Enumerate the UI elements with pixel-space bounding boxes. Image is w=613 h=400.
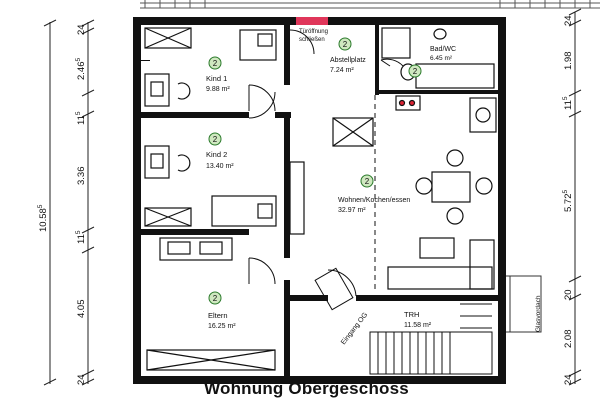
svg-text:Kind 1: Kind 1: [206, 74, 227, 83]
dim-right-wall: 115: [562, 96, 574, 110]
door-note: Türöffnung schließen: [299, 29, 328, 43]
dim-kind2: 3.36: [76, 167, 87, 186]
dim-wall-1: 115: [75, 111, 87, 125]
dimension-lines-left: [43, 19, 95, 386]
svg-text:Bad/WC: Bad/WC: [430, 46, 456, 53]
dim-wall-2: 115: [75, 230, 87, 244]
svg-text:9.88 m²: 9.88 m²: [206, 86, 230, 93]
svg-text:Wohnen/Kochen/essen: Wohnen/Kochen/essen: [338, 197, 410, 204]
room-abstell: 2 Abstellplatz 7.24 m²: [330, 37, 366, 74]
room-marker: [208, 56, 222, 70]
room-marker: [208, 291, 222, 305]
room-kind1: 2 Kind 1 9.88 m²: [206, 56, 230, 93]
svg-text:Kind 2: Kind 2: [206, 150, 227, 159]
dimension-text-left: 10.585 24 2.465 115 3.36 115 4.05 24: [37, 24, 87, 385]
door-marker: [296, 17, 328, 25]
svg-text:13.40 m²: 13.40 m²: [206, 163, 234, 170]
svg-text:2: 2: [343, 40, 348, 49]
svg-text:2: 2: [213, 135, 218, 144]
svg-text:Eltern: Eltern: [208, 311, 228, 320]
svg-text:6.45 m²: 6.45 m²: [430, 55, 453, 62]
svg-text:schließen: schließen: [299, 37, 325, 43]
dim-top-right: 24: [563, 15, 574, 26]
svg-text:7.24 m²: 7.24 m²: [330, 67, 354, 74]
dimension-text-right: 24 1.98 115 5.725 20 2.08 24: [562, 15, 574, 385]
svg-text:11.58 m²: 11.58 m²: [404, 322, 432, 329]
room-marker: [360, 174, 374, 188]
dim-bottom-left: 24: [76, 374, 87, 385]
svg-text:2: 2: [213, 294, 218, 303]
svg-text:16.25 m²: 16.25 m²: [208, 323, 236, 330]
svg-text:Türöffnung: Türöffnung: [299, 29, 328, 35]
dim-right-2: 5.725: [562, 190, 574, 213]
dim-eltern: 4.05: [76, 300, 87, 319]
svg-text:2: 2: [213, 59, 218, 68]
room-marker: [208, 132, 222, 146]
glass-canopy: Glasvordach: [504, 275, 542, 333]
dim-right-1: 1.98: [563, 52, 574, 71]
dim-right-3: 20: [563, 289, 574, 300]
room-bad: 2 Bad/WC 6.45 m²: [408, 46, 456, 78]
dim-total: 10.585: [37, 204, 49, 232]
svg-text:Abstellplatz: Abstellplatz: [330, 57, 366, 64]
room-marker: [338, 37, 352, 51]
svg-text:TRH: TRH: [404, 310, 419, 319]
walls: [133, 17, 506, 384]
room-marker: [408, 64, 422, 78]
svg-text:2: 2: [413, 67, 418, 76]
room-labels: 2 Kind 1 9.88 m² 2 Kind 2 13.40 m² 2 Elt…: [206, 29, 456, 346]
furniture: [144, 27, 497, 375]
dim-top-left: 24: [76, 24, 87, 35]
dim-kind1: 2.465: [75, 58, 87, 81]
dimension-lines-right: [568, 8, 582, 386]
top-strip: [140, 0, 600, 9]
room-eltern: 2 Eltern 16.25 m²: [208, 291, 236, 330]
dim-bottom-right: 24: [563, 374, 574, 385]
svg-text:2: 2: [365, 177, 370, 186]
entrance-label: Eingang OG: [340, 312, 369, 347]
room-trh: TRH 11.58 m²: [404, 310, 432, 329]
doors: [248, 29, 404, 311]
glass-canopy-label: Glasvordach: [535, 295, 542, 332]
plan-title: Wohnung Obergeschoss: [204, 379, 409, 398]
dim-right-4: 2.08: [563, 330, 574, 349]
svg-text:32.97 m²: 32.97 m²: [338, 207, 366, 214]
room-wohnen: 2 Wohnen/Kochen/essen 32.97 m²: [338, 174, 410, 214]
room-kind2: 2 Kind 2 13.40 m²: [206, 132, 234, 170]
